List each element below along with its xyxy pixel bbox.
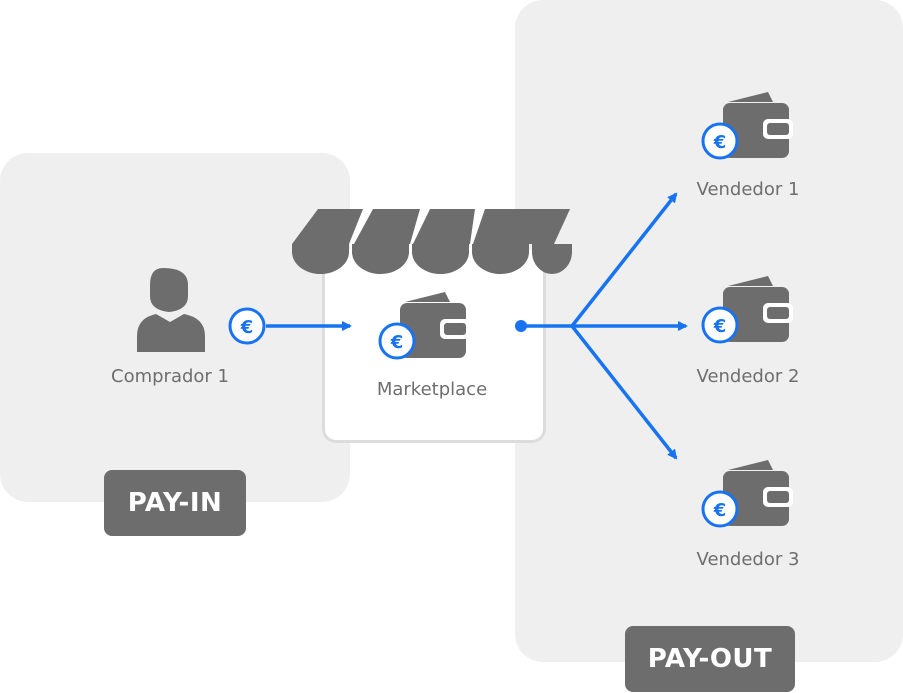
svg-text:€: €	[713, 316, 727, 337]
svg-text:€: €	[390, 332, 404, 353]
marketplace-store-box	[322, 250, 546, 443]
euro-symbol: €	[240, 317, 254, 338]
seller-1-label: Vendedor 1	[696, 179, 800, 200]
awning-icon	[292, 209, 572, 274]
payout-arrows	[515, 192, 688, 460]
seller-2-wallet-icon: €	[701, 276, 793, 344]
seller-2-label: Vendedor 2	[696, 366, 800, 387]
payout-badge: PAY-OUT	[625, 626, 795, 692]
marketplace-wallet-icon: €	[378, 292, 470, 360]
payout-arrow-3	[570, 324, 678, 460]
payout-arrow-1	[570, 192, 678, 328]
marketplace-label: Marketplace	[376, 379, 488, 400]
svg-text:€: €	[713, 132, 727, 153]
buyer-euro-coin-icon: €	[228, 307, 266, 345]
seller-3-label: Vendedor 3	[696, 549, 800, 570]
user-icon	[137, 268, 205, 352]
buyer-label: Comprador 1	[111, 366, 229, 387]
payin-badge: PAY-IN	[104, 470, 246, 536]
seller-3-wallet-icon: €	[701, 460, 793, 528]
seller-1-wallet-icon: €	[701, 92, 793, 160]
svg-text:€: €	[713, 500, 727, 521]
